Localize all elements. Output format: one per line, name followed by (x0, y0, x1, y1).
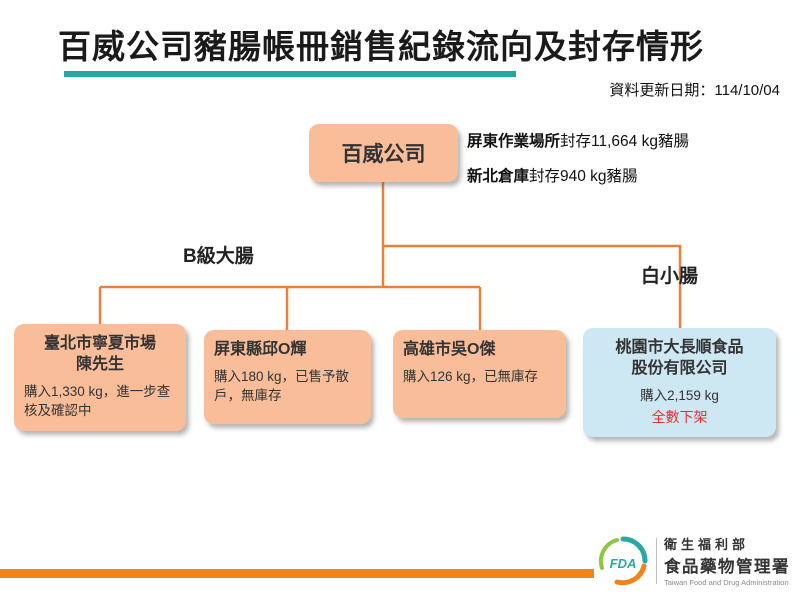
seizure-note-detail: 封存11,664 kg豬腸 (560, 133, 689, 150)
org-name-ministry: 衛生福利部 (664, 537, 750, 552)
seizure-note-location: 屏東作業場所 (467, 133, 561, 150)
update-date: 資料更新日期：114/10/04 (609, 82, 780, 99)
node-taipei-ningxia-market: 臺北市寧夏市場 陳先生 購入1,330 kg，進一步查核及確認中 (14, 324, 186, 431)
node-title-line2: 股份有限公司 (631, 359, 728, 377)
fda-logo-block: FDA 衛生福利部 食品藥物管理署 Taiwan Food and Drug A… (597, 534, 790, 587)
node-title: 桃園市大長順食品 股份有限公司 (593, 338, 766, 380)
fda-logo-green-arc (598, 537, 619, 570)
seizure-notes: 屏東作業場所封存11,664 kg豬腸 新北倉庫封存940 kg豬腸 (467, 129, 689, 199)
org-name-agency: 食品藥物管理署 (664, 558, 790, 576)
footer-divider (656, 537, 657, 584)
node-detail: 購入180 kg，已售予散戶，無庫存 (214, 368, 350, 404)
node-title: 屏東縣邱O輝 (214, 340, 361, 361)
node-title-line1: 屏東縣邱O輝 (214, 341, 307, 358)
node-detail: 購入1,330 kg，進一步查核及確認中 (24, 383, 171, 419)
node-title: 高雄市吳O傑 (403, 340, 556, 361)
seizure-note-location: 新北倉庫 (467, 168, 530, 185)
node-pingtung-chiu: 屏東縣邱O輝 購入180 kg，已售予散戶，無庫存 (204, 330, 371, 424)
node-taoyuan-dachangshun: 桃園市大長順食品 股份有限公司 購入2,159 kg 全數下架 (583, 328, 776, 438)
node-title: 臺北市寧夏市場 陳先生 (24, 334, 176, 376)
node-title-line1: 臺北市寧夏市場 (43, 335, 156, 352)
org-text-block: 衛生福利部 食品藥物管理署 Taiwan Food and Drug Admin… (664, 534, 790, 587)
seizure-note-newtaipei: 新北倉庫封存940 kg豬腸 (467, 164, 689, 186)
title-underline (64, 71, 516, 77)
fda-logo-orange-arc (614, 563, 647, 585)
branch-label-b-grade-intestine: B級大腸 (183, 246, 254, 267)
footer-bar (0, 569, 594, 578)
fda-logo-text: FDA (610, 556, 637, 571)
root-node-label: 百威公司 (341, 143, 426, 166)
seizure-note-pingtung: 屏東作業場所封存11,664 kg豬腸 (467, 129, 689, 151)
node-detail: 購入2,159 kg (640, 387, 719, 403)
connector-right-branch (383, 244, 682, 330)
node-detail: 購入126 kg，已無庫存 (403, 368, 539, 384)
node-title-line2: 陳先生 (75, 355, 124, 373)
node-kaohsiung-wu: 高雄市吳O傑 購入126 kg，已無庫存 (393, 330, 566, 418)
fda-logo: FDA (598, 536, 648, 585)
root-node-baiwei: 百威公司 (309, 124, 458, 182)
org-name-english: Taiwan Food and Drug Administration (664, 578, 789, 587)
page-title: 百威公司豬腸帳冊銷售紀錄流向及封存情形 (58, 28, 704, 65)
fda-logo-teal-arc (620, 536, 648, 563)
seizure-note-detail: 封存940 kg豬腸 (529, 168, 638, 185)
node-title-line1: 桃園市大長順食品 (615, 339, 744, 356)
node-status-recalled: 全數下架 (651, 409, 708, 426)
node-title-line1: 高雄市吳O傑 (403, 341, 496, 358)
branch-label-white-small-intestine: 白小腸 (641, 266, 699, 287)
